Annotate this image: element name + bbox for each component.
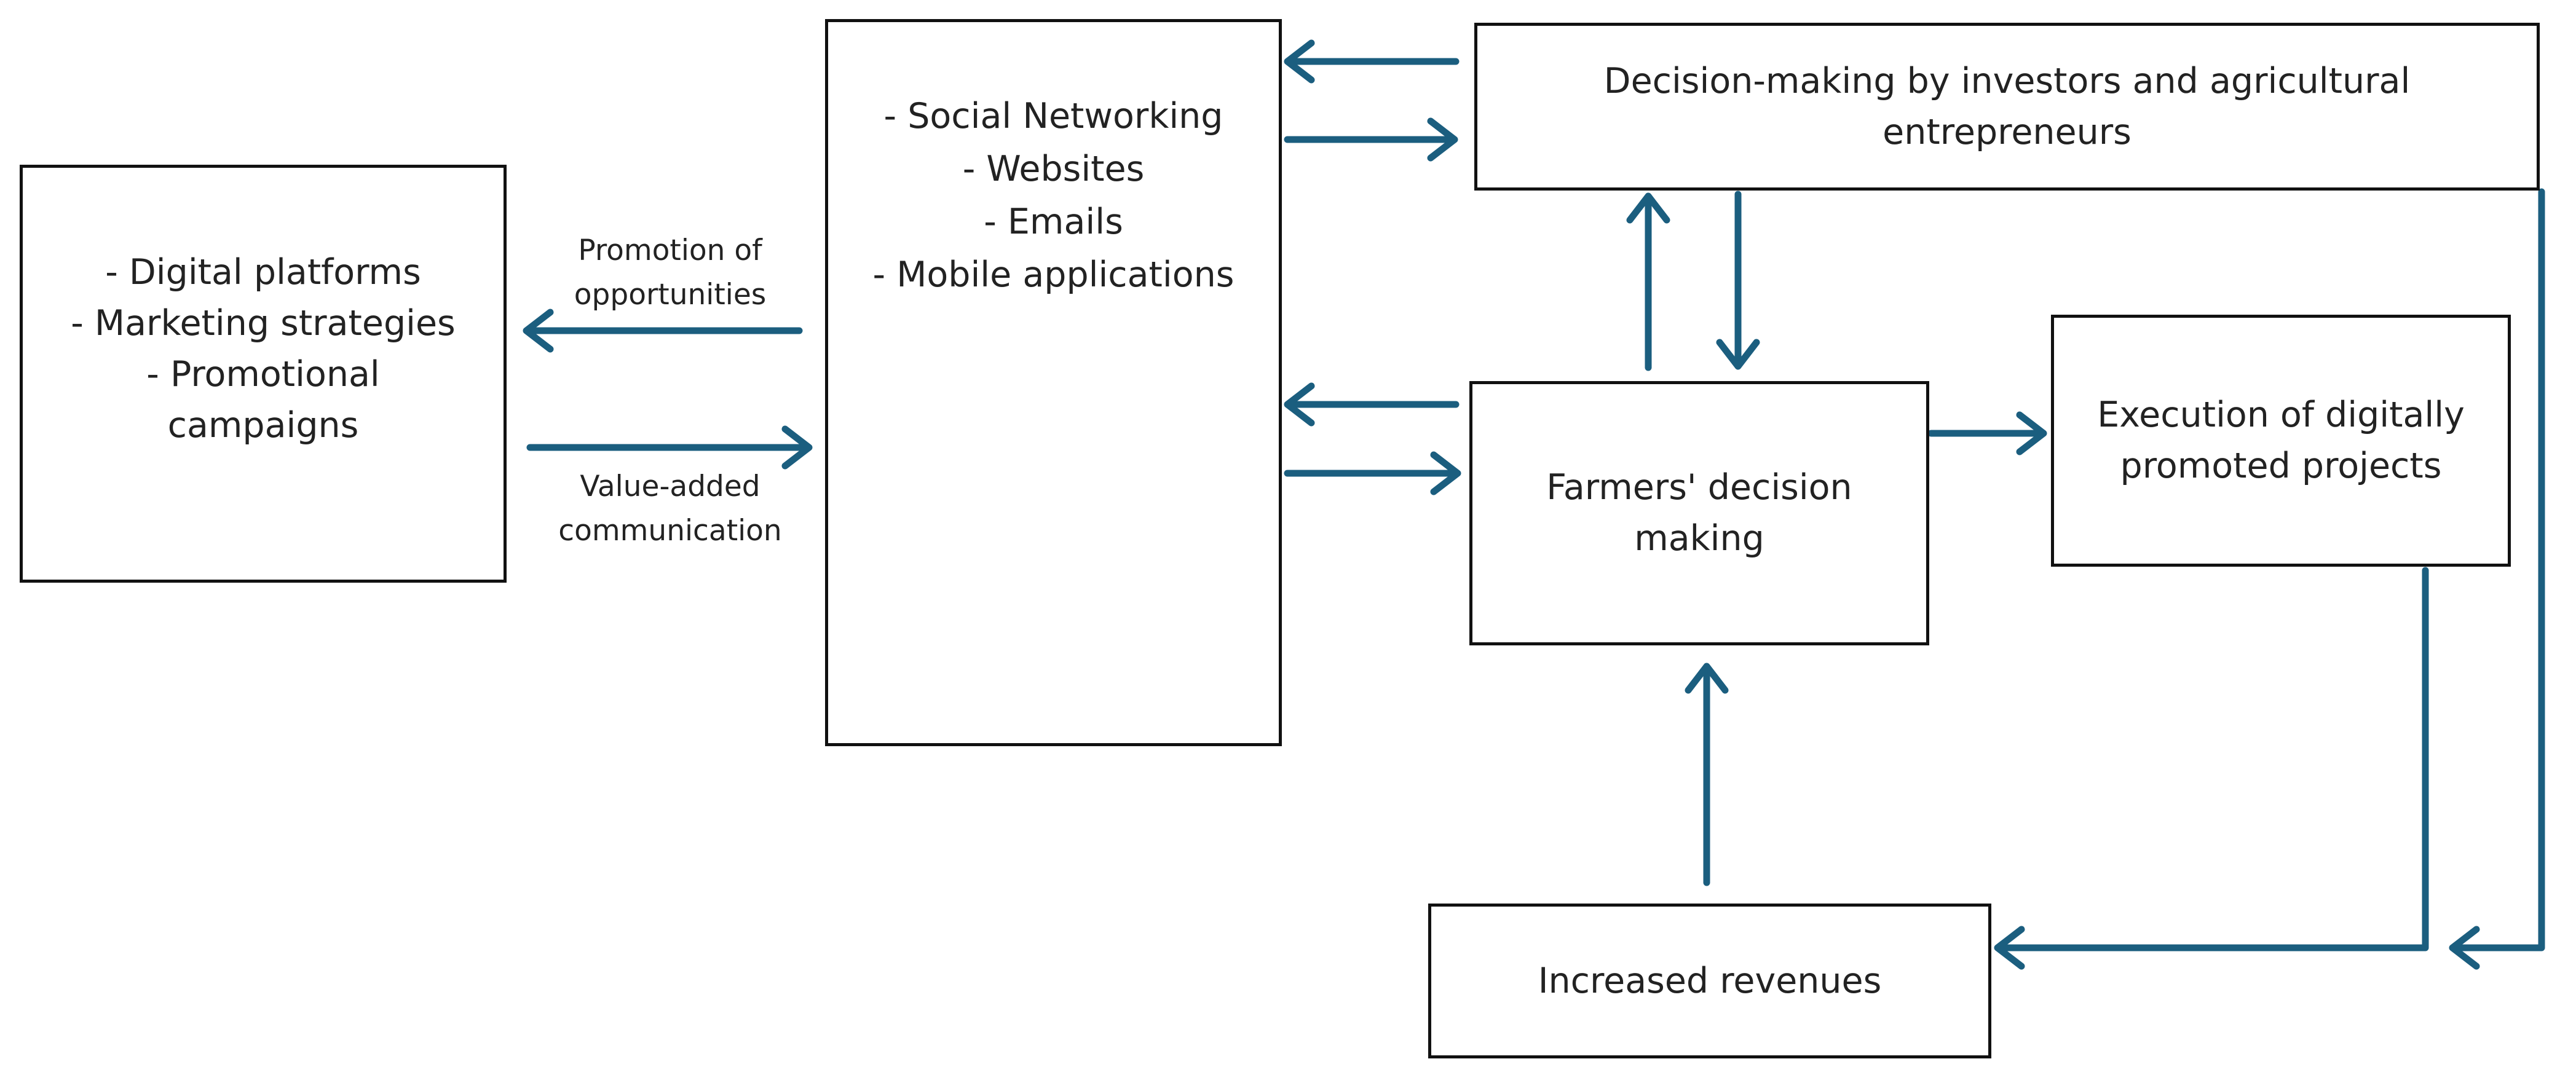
arrow-farmers-to-channels xyxy=(1284,382,1460,427)
investors-line-1: Decision-making by investors and agricul… xyxy=(1603,60,2411,101)
communication-channels-box: - Social Networking - Websites - Emails … xyxy=(825,19,1282,746)
execution-line-2: promoted projects xyxy=(2120,446,2442,486)
increased-revenues-box: Increased revenues xyxy=(1428,904,1991,1058)
digital-line-4: campaigns xyxy=(167,405,359,446)
farmers-decision-box: Farmers' decision making xyxy=(1469,381,1929,645)
channels-line-2: - Websites xyxy=(962,149,1145,189)
arrow-digital-to-channels xyxy=(526,425,813,470)
arrow-revenues-to-farmers xyxy=(1685,663,1729,886)
farmers-line-2: making xyxy=(1634,518,1764,559)
digital-tools-box: - Digital platforms - Marketing strategi… xyxy=(20,165,507,583)
arrow-investors-to-channels xyxy=(1284,39,1460,84)
investors-line-2: entrepreneurs xyxy=(1883,111,2132,152)
promotion-edge-label: Promotion of opportunities xyxy=(535,229,805,317)
arrow-farmers-to-execution xyxy=(1927,411,2047,455)
value-added-edge-label: Value-added communication xyxy=(535,465,805,553)
channels-line-3: - Emails xyxy=(984,202,1123,242)
investors-decision-box: Decision-making by investors and agricul… xyxy=(1474,23,2540,191)
arrow-execution-to-revenues xyxy=(1994,567,2429,970)
promotion-label-line-1: Promotion of xyxy=(578,234,762,267)
digital-line-1: - Digital platforms xyxy=(105,252,421,293)
arrow-channels-to-investors xyxy=(1284,117,1458,162)
arrow-investors-to-revenues xyxy=(2449,188,2545,970)
arrow-channels-to-digital xyxy=(523,309,803,353)
arrow-farmers-to-investors xyxy=(1626,192,1670,371)
farmers-line-1: Farmers' decision xyxy=(1546,467,1852,508)
value-label-line-2: communication xyxy=(558,514,782,548)
execution-line-1: Execution of digitally xyxy=(2097,395,2465,435)
digital-line-2: - Marketing strategies xyxy=(71,303,456,344)
value-label-line-1: Value-added xyxy=(580,470,761,503)
channels-line-1: - Social Networking xyxy=(883,96,1223,136)
channels-line-4: - Mobile applications xyxy=(872,254,1235,295)
digital-line-3: - Promotional xyxy=(146,354,380,395)
revenues-line-1: Increased revenues xyxy=(1538,960,1882,1001)
arrow-channels-to-farmers xyxy=(1284,451,1461,495)
promotion-label-line-2: opportunities xyxy=(574,278,767,312)
arrow-investors-to-farmers xyxy=(1716,191,1760,370)
project-execution-box: Execution of digitally promoted projects xyxy=(2051,315,2511,567)
